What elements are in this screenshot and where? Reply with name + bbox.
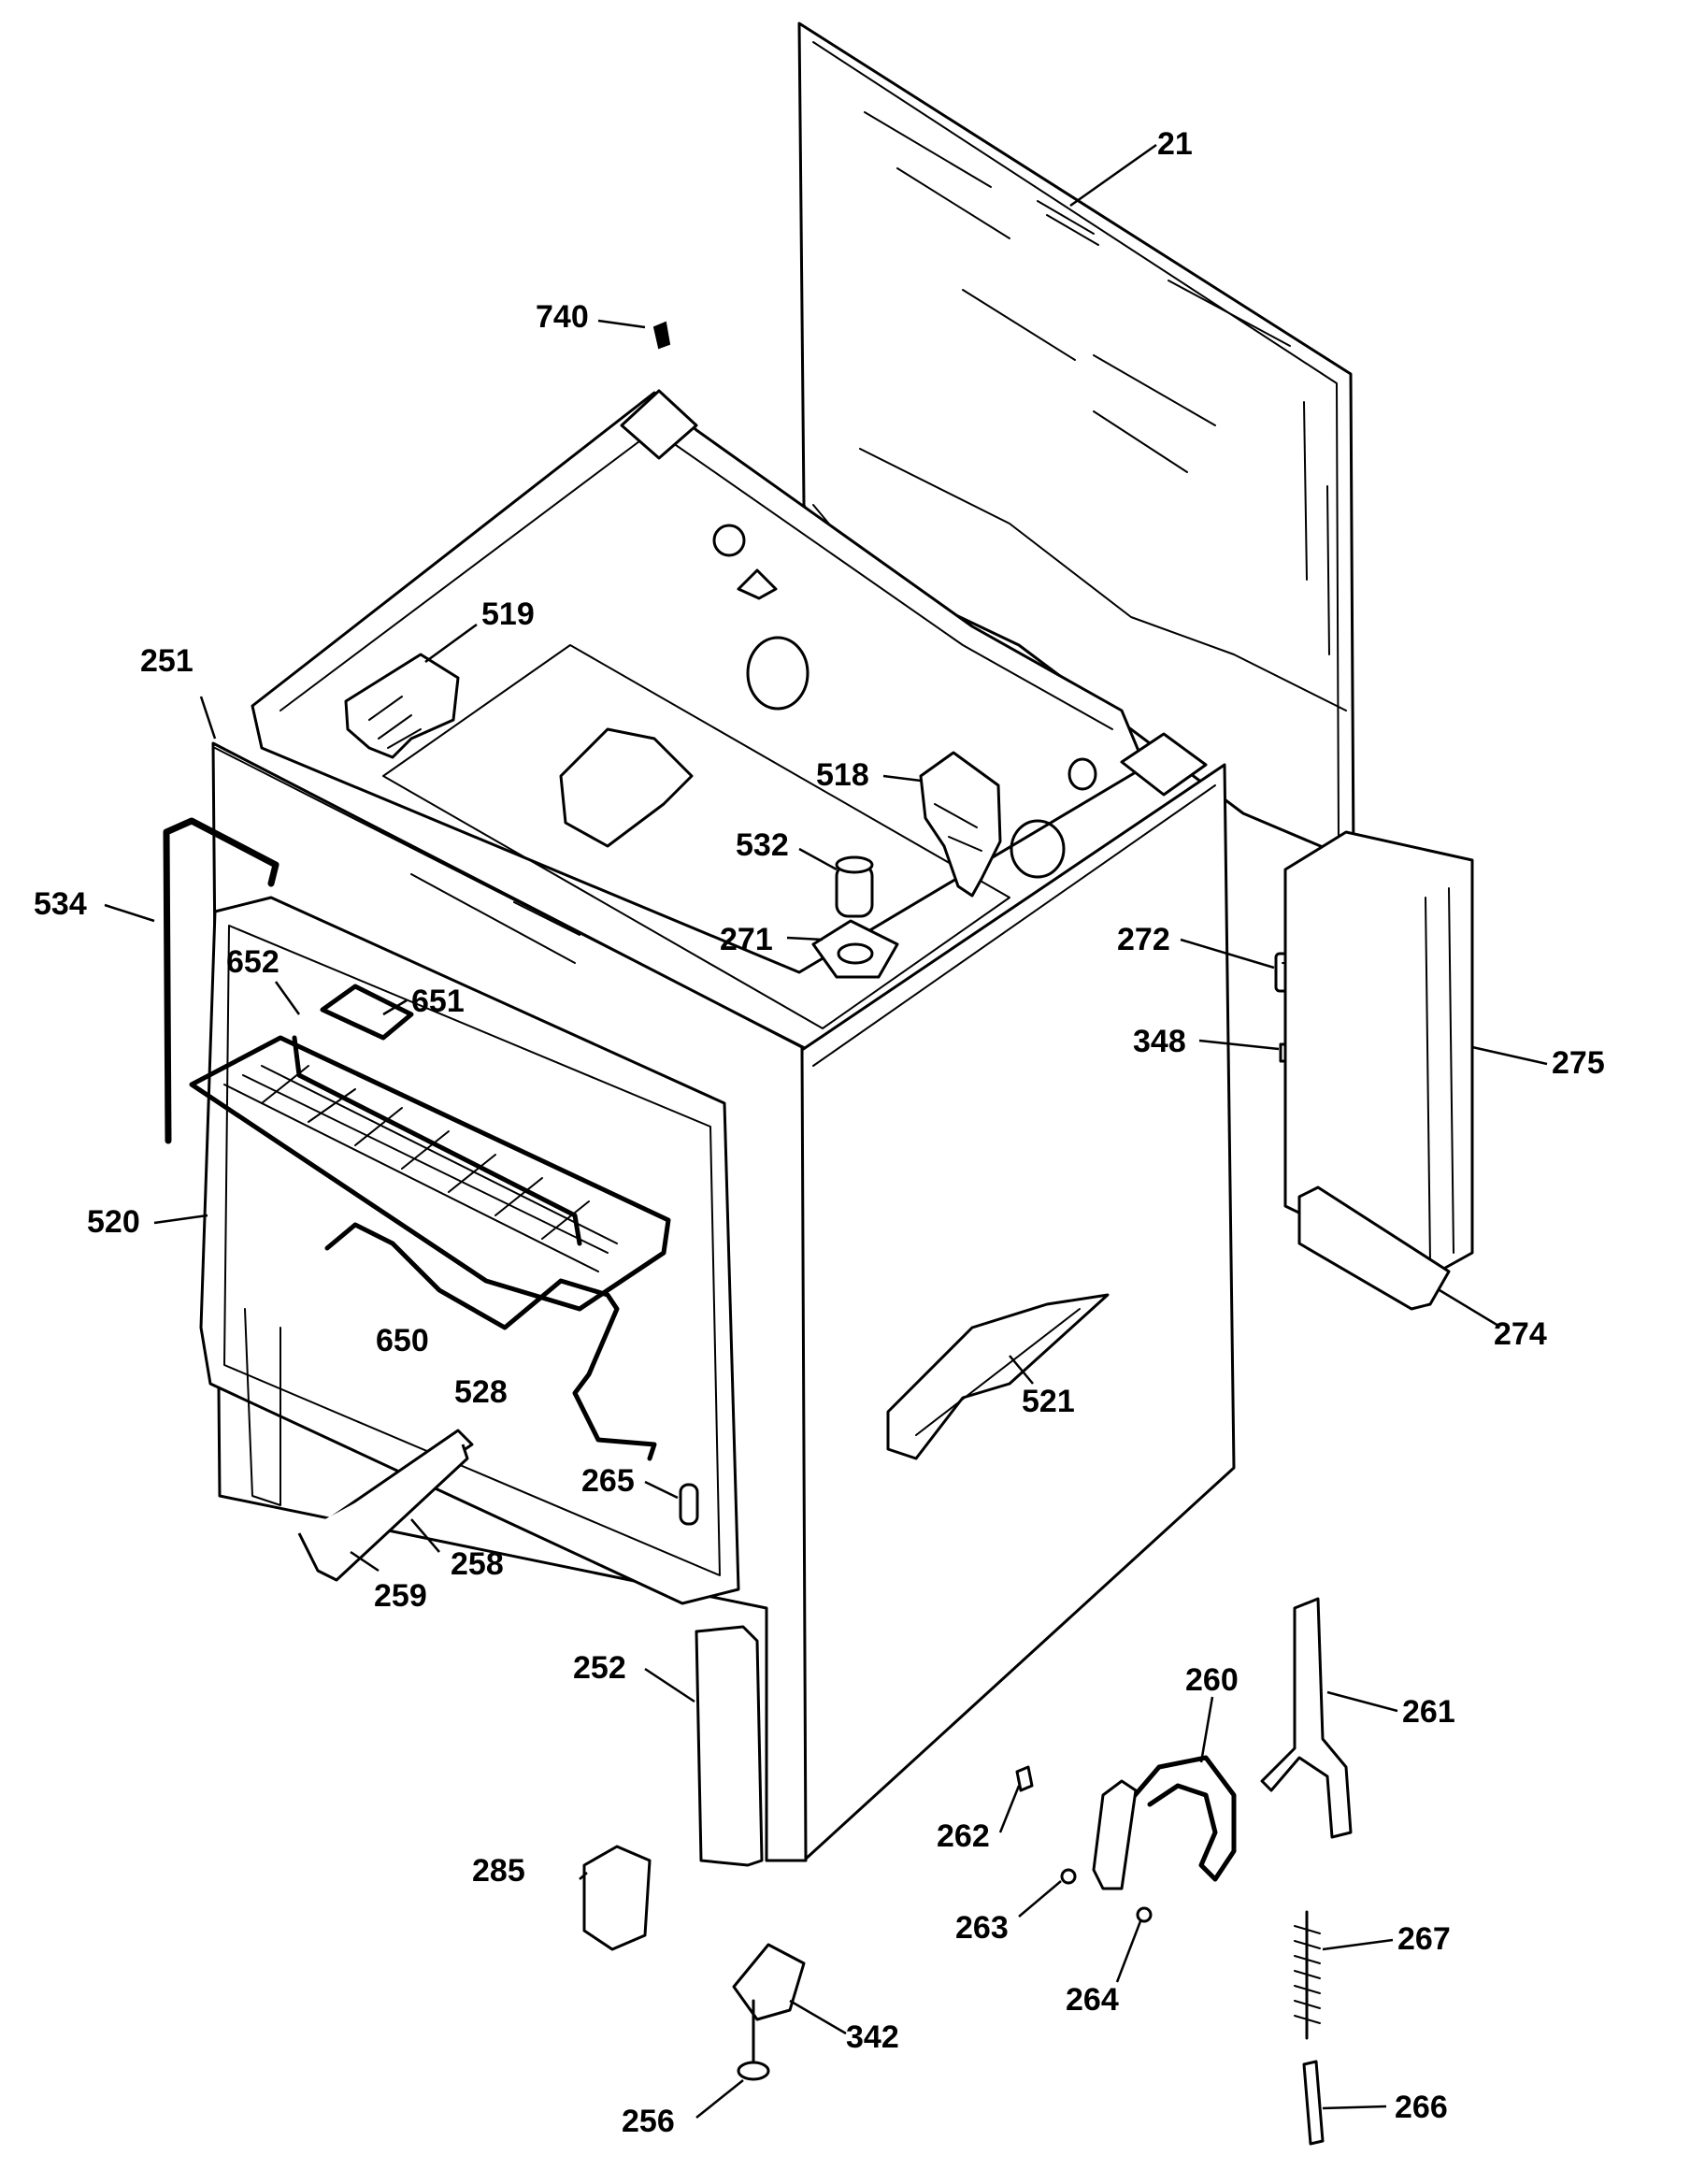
label-260: 260 xyxy=(1185,1662,1239,1698)
label-740: 740 xyxy=(536,299,589,335)
label-256: 256 xyxy=(622,2104,675,2139)
lamp-receptacle-265 xyxy=(679,1483,699,1526)
thermostat-bracket-271 xyxy=(811,919,899,979)
leveling-bracket-342 xyxy=(732,1943,806,2021)
insulation-518 xyxy=(919,751,1002,898)
label-285: 285 xyxy=(472,1853,525,1889)
cabinet-body xyxy=(199,389,1236,1862)
label-652: 652 xyxy=(226,944,279,980)
label-259: 259 xyxy=(374,1578,427,1614)
label-274: 274 xyxy=(1494,1316,1547,1352)
label-261: 261 xyxy=(1402,1694,1455,1730)
label-651: 651 xyxy=(411,984,465,1019)
part-labels: 21 740 519 251 518 532 534 271 272 652 6… xyxy=(34,126,1605,2139)
leveling-leg-256 xyxy=(737,1999,770,2081)
spring-link-266 xyxy=(1302,2060,1325,2146)
door-gasket-534 xyxy=(163,817,279,1144)
clip-740 xyxy=(652,321,671,350)
label-21: 21 xyxy=(1157,126,1193,162)
label-519: 519 xyxy=(481,596,535,632)
spring-267 xyxy=(1294,1910,1321,2040)
bake-element-650 xyxy=(324,1222,657,1461)
hinge-261 xyxy=(1260,1597,1353,1839)
label-271: 271 xyxy=(720,922,773,957)
ceiling-bracket xyxy=(559,727,694,848)
label-275: 275 xyxy=(1552,1045,1605,1081)
label-267: 267 xyxy=(1397,1921,1451,1957)
washer-264 xyxy=(1136,1906,1153,1923)
leader-lines xyxy=(104,143,1548,2119)
thermostat-sensor-532 xyxy=(835,855,874,918)
hinge-260-body xyxy=(1092,1779,1138,1890)
label-520: 520 xyxy=(87,1204,140,1240)
label-264: 264 xyxy=(1066,1982,1119,2018)
label-266: 266 xyxy=(1395,2090,1448,2125)
insulation-519 xyxy=(344,653,460,759)
hinge-bracket-252 xyxy=(695,1625,764,1867)
label-258: 258 xyxy=(451,1546,504,1582)
label-528: 528 xyxy=(454,1374,508,1410)
label-521: 521 xyxy=(1022,1384,1075,1419)
oven-rack-528 xyxy=(189,1035,671,1312)
clip-262 xyxy=(1015,1765,1034,1792)
label-342: 342 xyxy=(846,2019,899,2055)
label-272: 272 xyxy=(1117,922,1170,957)
label-534: 534 xyxy=(34,886,87,922)
label-518: 518 xyxy=(816,757,869,793)
label-532: 532 xyxy=(736,827,789,863)
label-348: 348 xyxy=(1133,1024,1186,1059)
nut-263 xyxy=(1060,1868,1077,1885)
hinge-arm-260 xyxy=(1128,1755,1237,1882)
label-265: 265 xyxy=(581,1463,635,1499)
label-263: 263 xyxy=(955,1910,1009,1946)
side-insulation-521 xyxy=(886,1293,1110,1460)
label-251: 251 xyxy=(140,643,193,679)
receptacle-285 xyxy=(582,1845,652,1951)
bracket-274 xyxy=(1297,1185,1451,1311)
broil-element-651 xyxy=(320,984,414,1041)
label-262: 262 xyxy=(937,1818,990,1854)
label-650: 650 xyxy=(376,1323,429,1358)
label-252: 252 xyxy=(573,1650,626,1686)
